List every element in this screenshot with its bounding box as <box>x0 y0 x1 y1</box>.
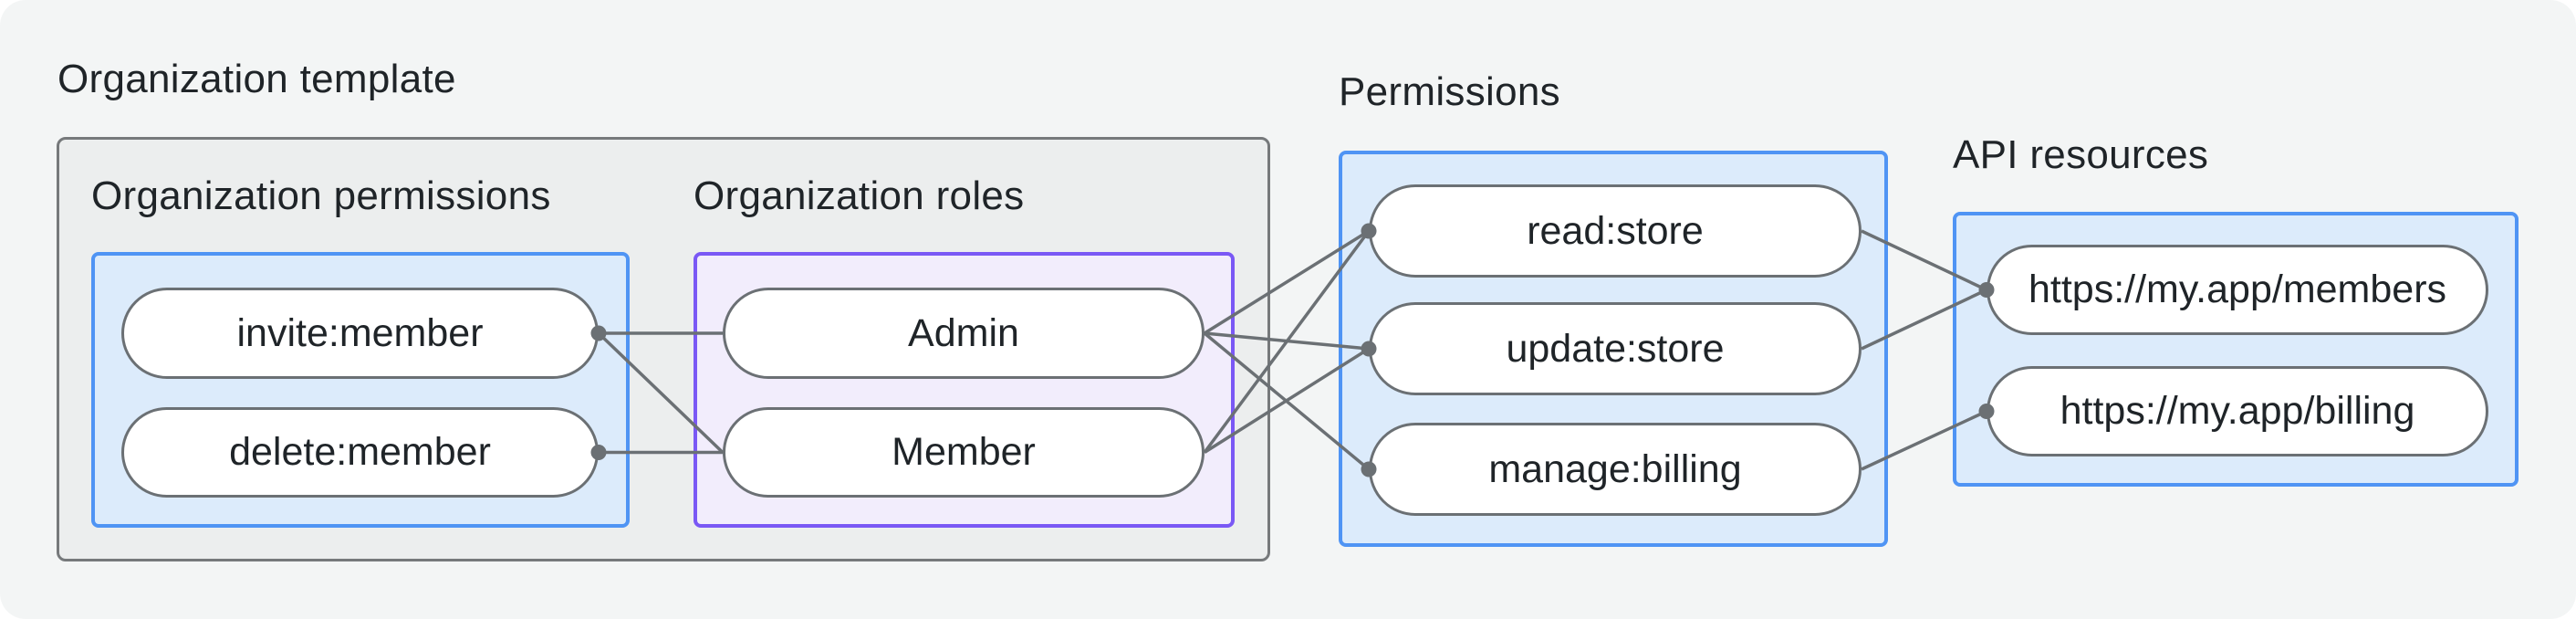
pill-delete-member: delete:member <box>121 407 599 498</box>
permissions-heading: Permissions <box>1339 69 1560 114</box>
pill-api-members-url: https://my.app/members <box>1987 245 2488 335</box>
pill-member-role: Member <box>723 407 1205 498</box>
pill-admin-role: Admin <box>723 288 1205 379</box>
org-permissions-heading: Organization permissions <box>91 173 551 218</box>
org-template-heading: Organization template <box>57 57 456 101</box>
api-resources-heading: API resources <box>1953 132 2209 177</box>
pill-invite-member: invite:member <box>121 288 599 379</box>
org-roles-heading: Organization roles <box>694 173 1025 218</box>
pill-manage-billing: manage:billing <box>1369 423 1862 516</box>
pill-update-store: update:store <box>1369 302 1862 395</box>
pill-read-store: read:store <box>1369 184 1862 278</box>
pill-api-billing-url: https://my.app/billing <box>1987 366 2488 456</box>
